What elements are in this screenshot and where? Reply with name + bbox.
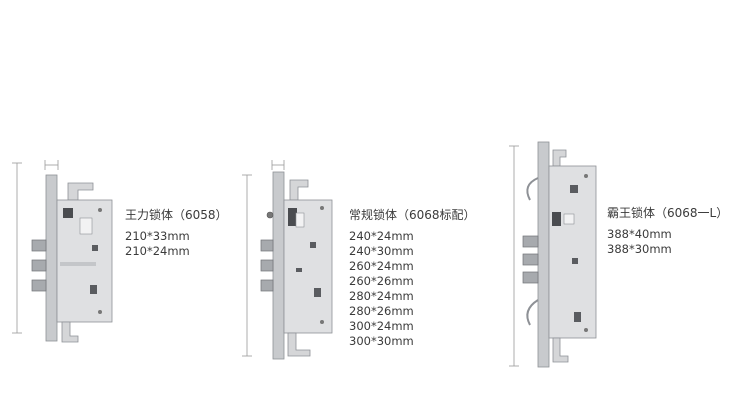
bottom-hook-1: [61, 321, 79, 343]
lock-spec: 240*30mm: [349, 244, 414, 258]
lock-spec: 280*26mm: [349, 304, 414, 318]
lock-title-1: 王力锁体（6058）: [125, 208, 228, 222]
top-hook-3: [552, 149, 567, 167]
width-dimension-marker-1: [44, 160, 59, 170]
deadbolts-3: [522, 235, 539, 284]
height-dimension-line-1: [12, 162, 22, 334]
deadbolts-2: [260, 239, 274, 292]
lock-spec: 260*26mm: [349, 274, 414, 288]
lock-spec: 260*24mm: [349, 259, 414, 273]
top-hook-2: [289, 179, 309, 201]
deadbolts-1: [31, 239, 47, 292]
lock-caption-1: 王力锁体（6058） 210*33mm 210*24mm: [125, 207, 228, 259]
lock-spec: 240*24mm: [349, 229, 414, 243]
height-dimension-line-3: [509, 145, 519, 367]
lock-title-2: 常规锁体（6068标配）: [349, 208, 476, 222]
lock-spec: 210*33mm: [125, 229, 190, 243]
lock-spec: 300*24mm: [349, 319, 414, 333]
faceplate-2: [272, 171, 285, 360]
lock-spec: 210*24mm: [125, 244, 190, 258]
lock-spec: 280*24mm: [349, 289, 414, 303]
lock-case-3: [548, 165, 597, 339]
lock-spec: 388*40mm: [607, 227, 672, 241]
lock-spec: 300*30mm: [349, 334, 414, 348]
faceplate-1: [45, 174, 58, 342]
latch-hole-1: [63, 208, 73, 218]
lock-case-1: [56, 199, 113, 323]
lock-title-3: 霸王锁体（6068一L）: [607, 206, 729, 220]
faceplate-3: [537, 141, 550, 368]
width-dimension-marker-2: [271, 160, 285, 170]
bottom-hook-3: [552, 337, 569, 363]
height-dimension-line-2: [242, 174, 252, 357]
lock-spec: 388*30mm: [607, 242, 672, 256]
top-hook-1: [67, 182, 94, 201]
bottom-hook-2: [287, 332, 311, 357]
lock-caption-2: 常规锁体（6068标配） 240*24mm 240*30mm 260*24mm …: [349, 207, 476, 349]
lock-caption-3: 霸王锁体（6068一L） 388*40mm 388*30mm: [607, 205, 728, 257]
